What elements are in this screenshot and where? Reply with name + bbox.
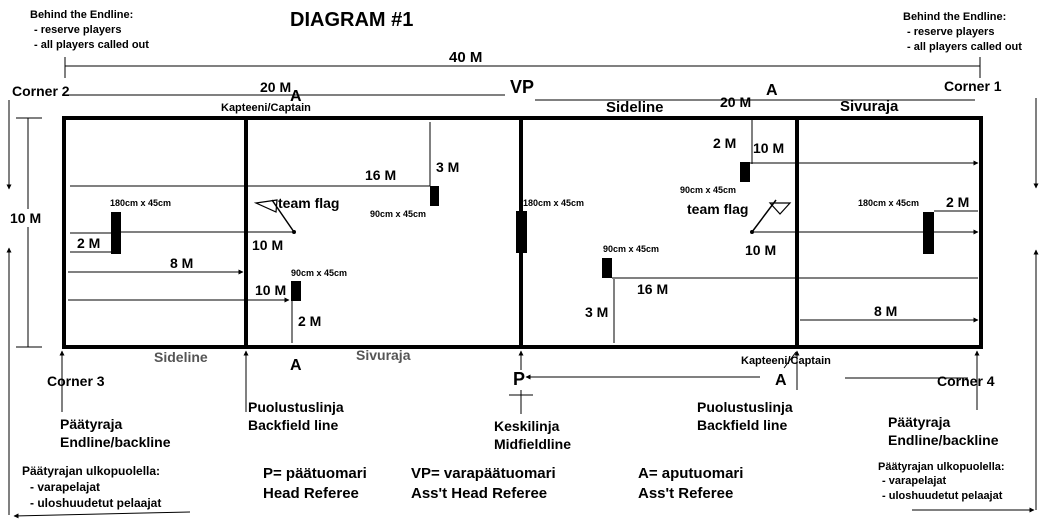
note-line: - all players called out	[34, 39, 149, 51]
legend-assistant-head-referee-fi: VP= varapäätuomari	[411, 465, 556, 482]
note-line: - uloshuudetut pelaajat	[882, 490, 1003, 502]
midfield-line-label-fi: Keskilinja	[494, 418, 560, 434]
behind-endline-note-right: Behind the Endline: - reserve players - …	[903, 11, 1022, 53]
sivuraja-label-bottom: Sivuraja	[356, 347, 411, 363]
note-heading: Päätyrajan ulkopuolella:	[878, 461, 1005, 473]
legend-assistant-referee-fi: A= aputuomari	[638, 465, 743, 482]
assistant-referee-marker-top-left: A	[290, 88, 302, 105]
backfield-line-label-fi: Puolustuslinja	[248, 399, 344, 415]
distance-10m-flag-label: 10 M	[252, 237, 283, 253]
backfield-line-label-en: Backfield line	[697, 417, 787, 433]
note-line: - varapelajat	[30, 480, 100, 494]
note-line: - uloshuudetut pelaajat	[30, 496, 161, 510]
corner-4-label: Corner 4	[937, 373, 995, 389]
pin-size-label: 180cm x 45cm	[858, 198, 919, 208]
pin-large-left	[111, 212, 121, 254]
legend-head-referee-en: Head Referee	[263, 485, 359, 502]
note-line: - reserve players	[34, 24, 121, 36]
referee-legend: P= päätuomari Head Referee VP= varapäätu…	[263, 465, 743, 502]
distance-10m-top-label: 10 M	[753, 140, 784, 156]
left-half: 180cm x 45cm 2 M 8 M 10 M team flag 16 M…	[68, 122, 459, 343]
pin-size-label: 90cm x 45cm	[680, 185, 736, 195]
width-label: 10 M	[10, 210, 41, 226]
corner-1-label: Corner 1	[944, 78, 1002, 94]
assistant-referee-marker-bottom-left: A	[290, 357, 302, 374]
distance-16m-label: 16 M	[365, 167, 396, 183]
team-flag-label: team flag	[278, 195, 339, 211]
outside-endline-note-left: Päätyrajan ulkopuolella: - varapelajat -…	[22, 464, 161, 510]
distance-3m-label: 3 M	[436, 159, 459, 175]
head-referee-marker: P	[513, 369, 525, 389]
note-line: - varapelajat	[882, 475, 947, 487]
endline-label-en: Endline/backline	[888, 432, 999, 448]
assistant-referee-marker-bottom-right: A	[775, 372, 787, 389]
distance-16m-label: 16 M	[637, 281, 668, 297]
distance-2m-top-label: 2 M	[713, 135, 736, 151]
legend-assistant-head-referee-en: Ass't Head Referee	[411, 485, 547, 502]
note-heading: Päätyrajan ulkopuolella:	[22, 464, 160, 478]
team-flag-icon	[750, 199, 792, 234]
distance-10m-flag-label: 10 M	[745, 242, 776, 258]
pin-size-label: 180cm x 45cm	[523, 198, 584, 208]
endline-label-fi: Päätyraja	[60, 416, 122, 432]
distance-3m-label: 3 M	[585, 304, 608, 320]
pin-small-right-top	[740, 162, 750, 182]
pin-size-label: 90cm x 45cm	[603, 244, 659, 254]
team-flag-label: team flag	[687, 201, 748, 217]
captain-label-bottom: Kapteeni/Captain	[741, 355, 831, 367]
assistant-head-referee-marker: VP	[510, 77, 534, 97]
sideline-label-bottom: Sideline	[154, 349, 208, 365]
distance-10m-bottom-label: 10 M	[255, 282, 286, 298]
legend-head-referee-fi: P= päätuomari	[263, 465, 367, 482]
pin-large-center	[516, 211, 527, 253]
distance-2m-label: 2 M	[77, 235, 100, 251]
pin-size-label: 90cm x 45cm	[291, 268, 347, 278]
note-line: - all players called out	[907, 41, 1022, 53]
pin-small-left-bottom	[291, 281, 301, 301]
endline-label-en: Endline/backline	[60, 434, 171, 450]
midfield-line-label-en: Midfieldline	[494, 436, 571, 452]
outside-endline-note-right: Päätyrajan ulkopuolella: - varapelajat -…	[878, 461, 1005, 502]
team-flag-icon	[253, 199, 296, 234]
endline-label-fi: Päätyraja	[888, 414, 950, 430]
distance-8m-label: 8 M	[170, 255, 193, 271]
pin-size-label: 90cm x 45cm	[370, 209, 426, 219]
pin-size-label: 180cm x 45cm	[110, 198, 171, 208]
top-right-20m-label: 20 M	[720, 94, 751, 110]
captain-label-top: Kapteeni/Captain	[221, 102, 311, 114]
pin-large-right	[923, 212, 934, 254]
distance-8m-label: 8 M	[874, 303, 897, 319]
distance-2m-label: 2 M	[946, 194, 969, 210]
backfield-line-label-en: Backfield line	[248, 417, 338, 433]
sivuraja-label-top: Sivuraja	[840, 98, 899, 115]
top-left-20m-label: 20 M	[260, 79, 291, 95]
note-heading: Behind the Endline:	[30, 9, 133, 21]
legend-assistant-referee-en: Ass't Referee	[638, 485, 733, 502]
pin-small-left-top	[430, 186, 439, 206]
distance-2m-bottom-label: 2 M	[298, 313, 321, 329]
total-length-dimension: 40 M	[64, 49, 981, 78]
corner-2-label: Corner 2	[12, 83, 70, 99]
note-line: - reserve players	[907, 26, 994, 38]
note-heading: Behind the Endline:	[903, 11, 1006, 23]
corner-3-label: Corner 3	[47, 373, 105, 389]
assistant-referee-marker-top-right: A	[766, 82, 778, 99]
total-length-label: 40 M	[449, 49, 482, 66]
sideline-label-top: Sideline	[606, 99, 664, 116]
pin-small-right-bottom	[602, 258, 612, 278]
backfield-line-label-fi: Puolustuslinja	[697, 399, 793, 415]
diagram-title: DIAGRAM #1	[290, 9, 413, 31]
width-dimension: 10 M	[8, 117, 52, 348]
behind-endline-note-left: Behind the Endline: - reserve players - …	[30, 9, 149, 51]
right-half: 2 M 90cm x 45cm 10 M team flag 10 M 180c…	[585, 120, 979, 343]
